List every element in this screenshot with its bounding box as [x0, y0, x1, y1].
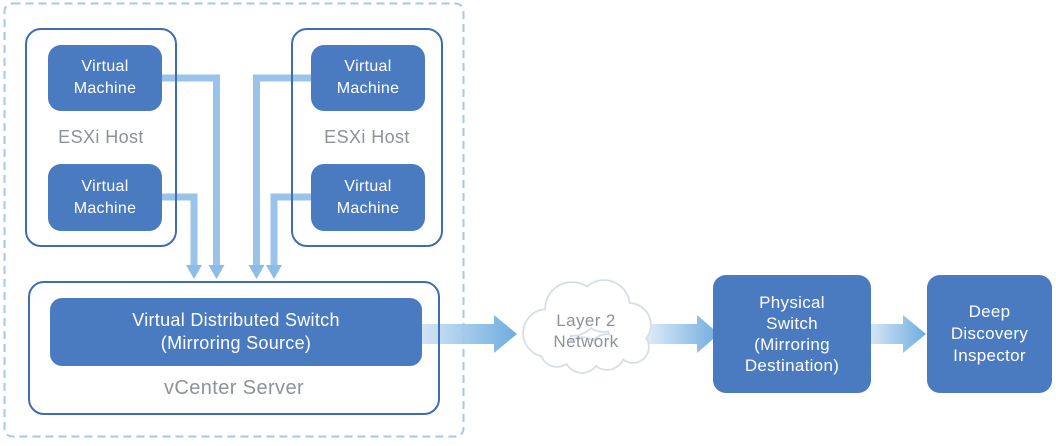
- esxi-host-box-2: [291, 28, 443, 247]
- physical-switch-line4: Destination): [744, 356, 840, 375]
- down-arrow-icon: [266, 265, 282, 279]
- esxi-host-box-1: [25, 28, 177, 247]
- flow-arrow-icon: [640, 315, 719, 353]
- vm4-connector-line: [270, 193, 311, 266]
- vds-label-line2: (Mirroring Source): [160, 333, 312, 353]
- inspector-line2: Discovery: [950, 324, 1029, 343]
- esxi-host-label: ESXi Host: [58, 127, 144, 147]
- cloud-label-line1: Layer 2: [556, 311, 616, 330]
- cloud-label-line2: Network: [553, 332, 619, 351]
- vcenter-server-label: vCenter Server: [163, 377, 305, 399]
- physical-switch-line1: Physical: [759, 293, 825, 312]
- vm-box-2: Virtual Machine: [48, 164, 162, 231]
- layer2-network-label: Layer 2 Network: [522, 310, 650, 352]
- vm-box-3: Virtual Machine: [311, 45, 425, 111]
- physical-switch-line3: (Mirroring: [754, 335, 830, 354]
- down-arrow-icon: [248, 265, 265, 279]
- flow-arrow-icon: [858, 315, 926, 353]
- inspector-line1: Deep: [968, 302, 1011, 321]
- down-arrow-icon: [208, 265, 225, 279]
- vds-label-line1: Virtual Distributed Switch: [132, 310, 340, 330]
- connector-down-arrowheads: [186, 265, 282, 279]
- virtual-distributed-switch-box: Virtual Distributed Switch (Mirroring So…: [50, 298, 422, 366]
- inspector-line3: Inspector: [953, 346, 1026, 365]
- esxi-host-label: ESXi Host: [324, 127, 410, 147]
- deep-discovery-inspector-box: Deep Discovery Inspector: [927, 275, 1052, 393]
- physical-switch-line2: Switch: [766, 314, 818, 333]
- vm-box-1: Virtual Machine: [48, 45, 162, 111]
- down-arrow-icon: [186, 265, 202, 279]
- cloud-icon: [522, 279, 652, 374]
- physical-switch-box: Physical Switch (Mirroring Destination): [713, 275, 871, 393]
- vm-box-4: Virtual Machine: [311, 164, 425, 231]
- vcenter-server-box: [28, 281, 440, 415]
- vm-connector-lines: [160, 74, 311, 266]
- virtual-environment-dashed-border: [3, 2, 465, 438]
- vm2-connector-line: [160, 193, 198, 266]
- vm1-connector-line: [160, 74, 220, 266]
